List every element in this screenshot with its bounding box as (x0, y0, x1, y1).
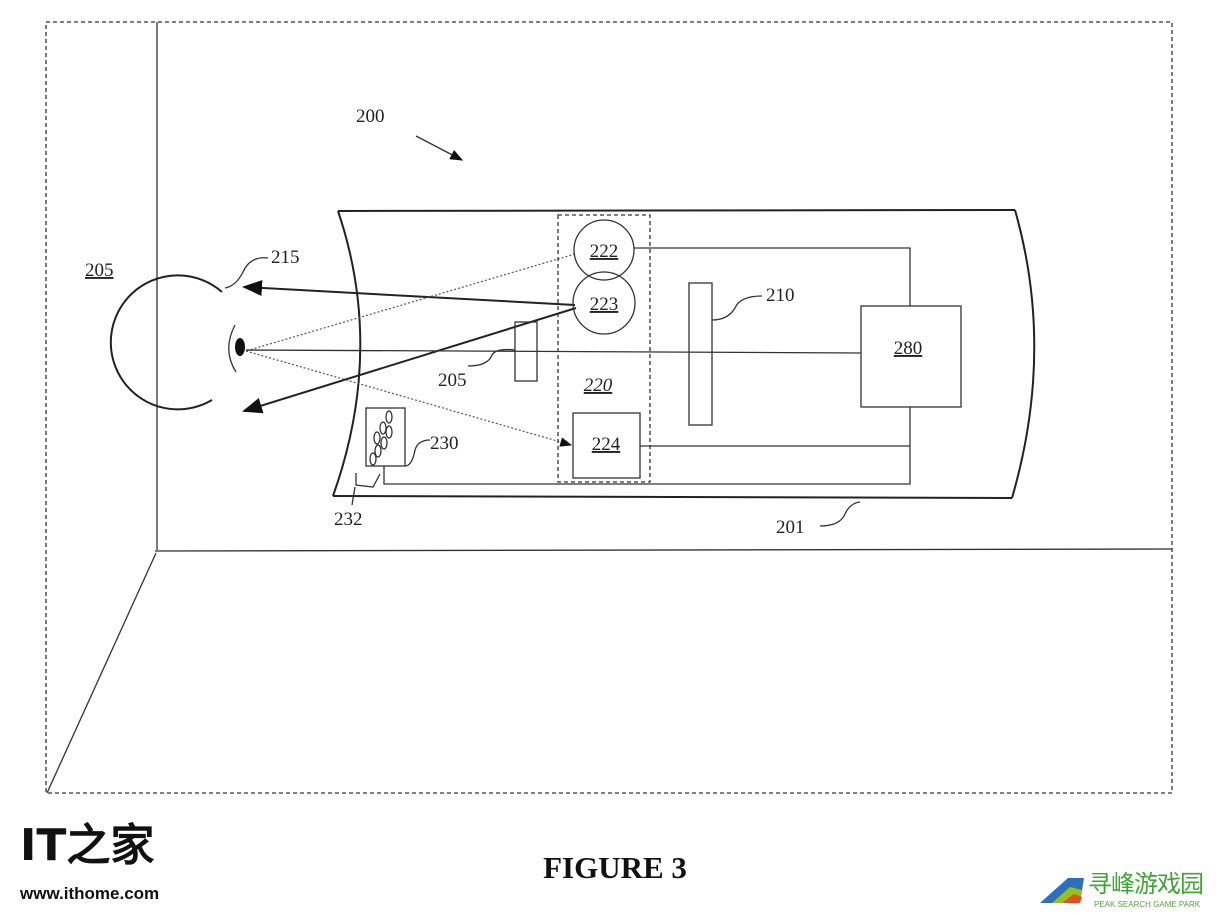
peak-search-tagline: PEAK SEARCH GAME PARK (1094, 900, 1201, 909)
element-205 (514, 321, 538, 382)
lens-210 (688, 282, 713, 426)
emitter-222 (573, 219, 635, 281)
label-232: 232 (334, 509, 363, 530)
display-280 (860, 305, 962, 408)
ray-dotted-224 (245, 350, 573, 447)
label-215: 215 (271, 247, 300, 268)
outer-dashed-frame (45, 21, 1173, 794)
room-floor-line (154, 548, 1173, 552)
label-205-eye: 205 (85, 260, 114, 281)
brace-232 (355, 473, 381, 488)
label-205-element: 205 (438, 370, 467, 391)
arrow-200 (415, 135, 464, 161)
label-230: 230 (430, 433, 459, 454)
device-housing (332, 209, 1036, 499)
emitter-223 (572, 271, 636, 335)
optical-axis (245, 349, 862, 354)
label-220: 220 (584, 375, 613, 396)
room-corner-line (46, 552, 157, 794)
label-222: 222 (590, 241, 619, 262)
peak-search-name: 寻峰游戏园 (1088, 870, 1204, 898)
module-220-box (557, 214, 651, 483)
ithome-logo-text: IT之家 (20, 820, 154, 871)
label-223: 223 (590, 294, 619, 315)
label-210: 210 (766, 285, 795, 306)
label-224: 224 (592, 434, 621, 455)
wire-222-280 (634, 247, 911, 306)
component-230-pattern (369, 410, 393, 466)
label-280: 280 (894, 338, 923, 359)
leader-205 (467, 348, 516, 367)
ithome-url: www.ithome.com (20, 884, 160, 903)
label-200: 200 (356, 106, 385, 127)
eye (109, 274, 245, 411)
label-201: 201 (776, 517, 805, 538)
component-230 (365, 407, 406, 467)
ithome-logo: IT之家 (20, 820, 154, 871)
peak-search-logo (1040, 878, 1084, 903)
ray-lower (242, 307, 577, 414)
wire-230 (383, 407, 911, 485)
figure-caption: FIGURE 3 (543, 850, 687, 885)
leader-230 (404, 439, 431, 467)
leader-215 (224, 257, 269, 289)
leader-201 (819, 501, 861, 527)
leader-232 (351, 486, 356, 506)
leader-210 (711, 295, 763, 321)
ray-dotted-222 (245, 253, 576, 352)
ray-upper (242, 279, 576, 306)
